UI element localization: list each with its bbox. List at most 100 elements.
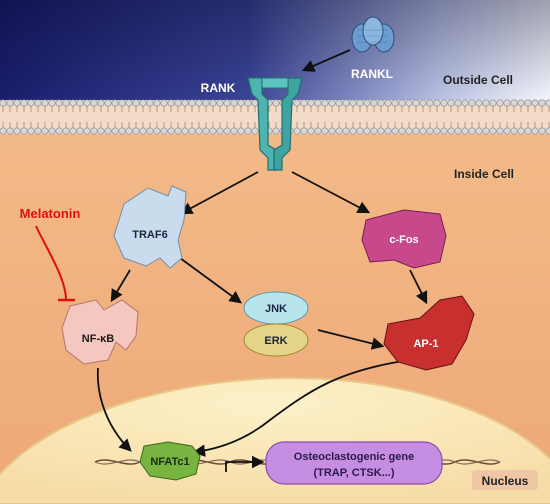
lipid-head (90, 99, 98, 107)
lipid-head (272, 99, 280, 107)
lipid-head (454, 127, 462, 135)
lipid-head (13, 99, 21, 107)
lipid-head (111, 99, 119, 107)
lipid-head (440, 127, 448, 135)
lipid-head (321, 99, 329, 107)
lipid-head (181, 127, 189, 135)
lipid-head (475, 127, 483, 135)
lipid-head (146, 99, 154, 107)
traf6-node (113, 185, 187, 269)
lipid-head (27, 99, 35, 107)
lipid-head (412, 99, 420, 107)
erk-label: ERK (264, 335, 287, 347)
lipid-head (188, 127, 196, 135)
lipid-head (97, 127, 105, 135)
lipid-head (83, 99, 91, 107)
lipid-head (223, 127, 231, 135)
lipid-head (300, 99, 308, 107)
lipid-head (209, 127, 217, 135)
lipid-head (468, 127, 476, 135)
lipid-head (132, 127, 140, 135)
lipid-head (538, 127, 546, 135)
lipid-head (83, 127, 91, 135)
nfkb-label: NF-κB (82, 333, 114, 345)
arrow-nfatc1-gene (225, 455, 265, 472)
outside-cell-label: Outside Cell (443, 73, 513, 87)
lipid-head (167, 99, 175, 107)
lipid-head (349, 99, 357, 107)
lipid-head (531, 127, 539, 135)
lipid-head (433, 99, 441, 107)
cfos-node (361, 209, 447, 269)
lipid-head (510, 127, 518, 135)
lipid-head (202, 99, 210, 107)
lipid-head (69, 127, 77, 135)
lipid-head (69, 99, 77, 107)
lipid-head (6, 127, 14, 135)
lipid-head (524, 99, 532, 107)
gene-label-line2: (TRAP, CTSK...) (313, 467, 394, 479)
lipid-head (132, 99, 140, 107)
lipid-head (461, 99, 469, 107)
lipid-head (216, 127, 224, 135)
lipid-head (195, 99, 203, 107)
lipid-head (391, 127, 399, 135)
jnk-label: JNK (265, 303, 287, 315)
lipid-head (167, 127, 175, 135)
lipid-head (244, 99, 252, 107)
rank-label: RANK (201, 81, 236, 95)
lipid-head (62, 127, 70, 135)
lipid-head (216, 99, 224, 107)
lipid-head (13, 127, 21, 135)
erk-node (243, 323, 309, 357)
gene-box (265, 441, 443, 485)
lipid-head (370, 127, 378, 135)
lipid-head (468, 99, 476, 107)
lipid-head (97, 99, 105, 107)
lipid-head (20, 99, 28, 107)
lipid-head (342, 99, 350, 107)
lipid-head (153, 127, 161, 135)
lipid-head (538, 99, 546, 107)
lipid-head (356, 99, 364, 107)
nucleus-label-box (472, 470, 538, 490)
lipid-head (307, 99, 315, 107)
lipid-head (20, 127, 28, 135)
lipid-head (174, 127, 182, 135)
lipid-head (160, 99, 168, 107)
lipid-head (419, 127, 427, 135)
lipid-head (461, 127, 469, 135)
lipid-head (447, 127, 455, 135)
lipid-head (293, 99, 301, 107)
lipid-head (181, 99, 189, 107)
lipid-head (503, 127, 511, 135)
ap1-label: AP-1 (413, 338, 438, 350)
lipid-head (209, 99, 217, 107)
arrow-jnk-ap1 (317, 329, 385, 350)
lipid-head (384, 99, 392, 107)
lipid-head (76, 99, 84, 107)
lipid-head (34, 127, 42, 135)
arrow-nfkb-nfatc1 (96, 367, 132, 452)
lipid-head (391, 99, 399, 107)
lipid-head (426, 127, 434, 135)
lipid-head (139, 127, 147, 135)
arrow-cfos-ap1 (409, 269, 428, 305)
lipid-head (517, 99, 525, 107)
lipid-head (384, 127, 392, 135)
lipid-head (27, 127, 35, 135)
cell-membrane (0, 99, 550, 135)
lipid-head (48, 99, 56, 107)
nfkb-node (61, 299, 139, 365)
lipid-head (244, 127, 252, 135)
nucleus-label: Nucleus (482, 474, 529, 488)
melatonin-label: Melatonin (20, 206, 81, 221)
lipid-head (251, 99, 259, 107)
lipid-head (328, 127, 336, 135)
lipid-head (489, 99, 497, 107)
lipid-head (335, 127, 343, 135)
lipid-head (125, 99, 133, 107)
lipid-head (90, 127, 98, 135)
